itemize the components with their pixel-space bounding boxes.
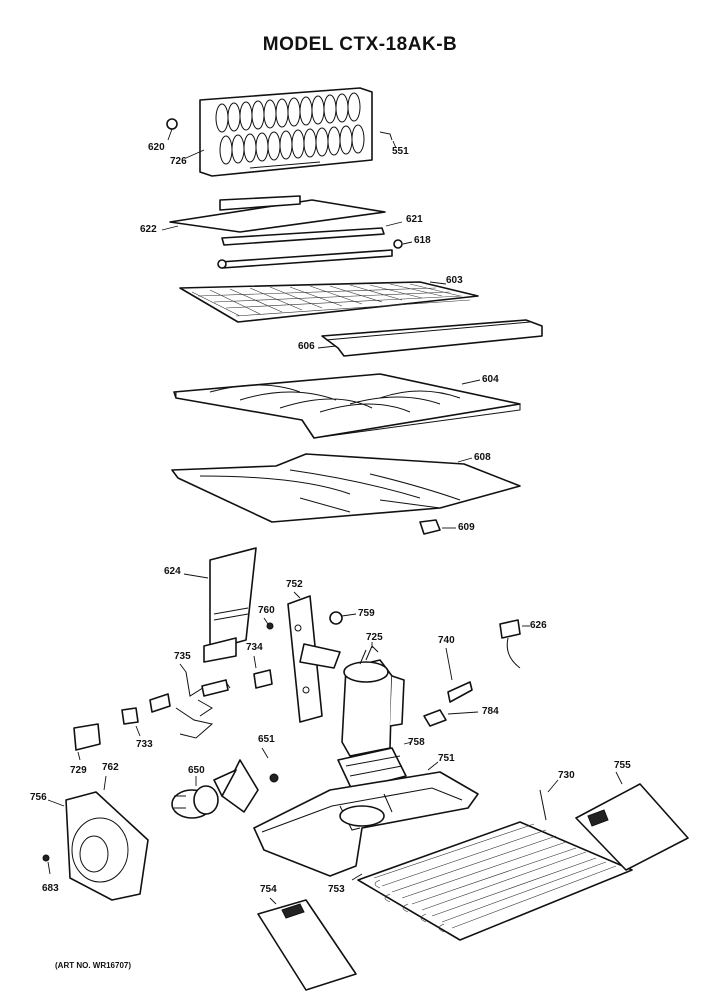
- part-label-606: 606: [298, 341, 315, 352]
- part-label-735: 735: [174, 651, 191, 662]
- screw-683: [42, 854, 51, 875]
- leader-753: [351, 873, 363, 881]
- part-label-784: 784: [482, 706, 499, 717]
- part-label-762: 762: [102, 762, 119, 773]
- fan-blade-651: [213, 759, 279, 813]
- clip-551: [379, 131, 397, 149]
- part-label-734: 734: [246, 642, 263, 653]
- part-label-608: 608: [474, 452, 491, 463]
- part-label-758: 758: [408, 737, 425, 748]
- connector-733: [121, 707, 141, 737]
- part-label-618: 618: [414, 235, 431, 246]
- rail-606: [321, 319, 543, 357]
- tray-608: [171, 453, 521, 523]
- panel-754: [257, 899, 357, 991]
- part-label-604: 604: [482, 374, 499, 385]
- part-label-733: 733: [136, 739, 153, 750]
- part-label-755: 755: [614, 760, 631, 771]
- part-label-760: 760: [258, 605, 275, 616]
- base-751: [253, 771, 479, 877]
- part-label-683: 683: [42, 883, 59, 894]
- heater-621: [221, 227, 385, 246]
- heater-618: [219, 249, 393, 269]
- evaporator-coil-726: [199, 87, 373, 177]
- bracket-784: [423, 709, 479, 727]
- wiring-harness-735: [149, 671, 231, 739]
- part-label-759: 759: [358, 608, 375, 619]
- part-label-624: 624: [164, 566, 181, 577]
- tray-604: [173, 373, 521, 439]
- art-number: (ART NO. WR16707): [55, 961, 132, 970]
- clip-740: [445, 647, 473, 703]
- part-label-754: 754: [260, 884, 277, 895]
- part-label-729: 729: [70, 765, 87, 776]
- grommet-759: [329, 611, 357, 625]
- overload-734: [253, 655, 273, 689]
- condenser-730: [357, 789, 633, 941]
- drain-fitting-620: [166, 118, 178, 141]
- compressor-725: [341, 645, 405, 757]
- part-label-621: 621: [406, 214, 423, 225]
- mount-758: [337, 747, 407, 791]
- part-label-753: 753: [328, 884, 345, 895]
- leader-726: [185, 149, 205, 159]
- panel-755: [575, 783, 689, 871]
- part-label-751: 751: [438, 753, 455, 764]
- screw-760: [263, 617, 274, 630]
- part-label-651: 651: [258, 734, 275, 745]
- shelf-603: [179, 281, 479, 323]
- top-edge-fragment: · ·· ··: [168, 0, 190, 5]
- model-title: MODEL CTX-18AK-B: [262, 34, 458, 55]
- part-label-756: 756: [30, 792, 47, 803]
- clip-609: [419, 519, 456, 535]
- fan-housing-756: [65, 791, 149, 901]
- part-label-622: 622: [140, 224, 157, 235]
- thermostat-626: [499, 619, 521, 669]
- relay-729: [73, 723, 101, 761]
- leader-762: [103, 775, 107, 791]
- part-label-620: 620: [148, 142, 165, 153]
- part-label-726: 726: [170, 156, 187, 167]
- part-label-650: 650: [188, 765, 205, 776]
- duct-624: [203, 547, 257, 663]
- part-label-740: 740: [438, 635, 455, 646]
- part-label-626: 626: [530, 620, 547, 631]
- part-label-725: 725: [366, 632, 383, 643]
- part-label-752: 752: [286, 579, 303, 590]
- bracket-752: [287, 595, 341, 723]
- part-label-730: 730: [558, 770, 575, 781]
- fan-motor-650: [171, 785, 219, 819]
- part-label-609: 609: [458, 522, 475, 533]
- part-label-551: 551: [392, 146, 409, 157]
- part-label-603: 603: [446, 275, 463, 286]
